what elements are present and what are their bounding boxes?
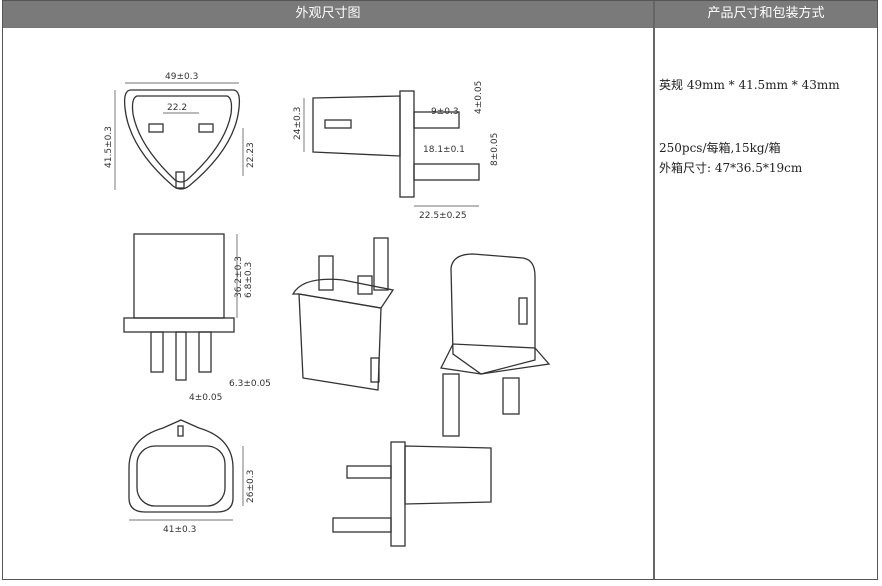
carton-size: 外箱尺寸: 47*36.5*19cm	[659, 161, 803, 175]
dimension-label: 41±0.3	[163, 525, 196, 535]
dimension-label: 24±0.3	[293, 107, 303, 140]
divider	[653, 1, 655, 579]
divider	[3, 27, 877, 28]
dimension-label: 4±0.05	[474, 81, 484, 114]
dimension-label: 18.1±0.1	[423, 145, 465, 155]
dimension-label: 6.8±0.3	[244, 262, 254, 298]
header-size-packing: 产品尺寸和包装方式	[655, 1, 877, 27]
technical-drawings: 49±0.3 22.2 41.5±0.3 22.23 24±0.3 9±0.3 …	[104, 72, 551, 547]
dimension-label: 41.5±0.3	[104, 126, 114, 168]
dimension-label: 4±0.05	[189, 393, 222, 403]
dimension-label: 6.3±0.05	[229, 379, 271, 389]
dimension-label: 36.2±0.3	[234, 256, 244, 298]
product-size: 英规 49mm * 41.5mm * 43mm	[659, 78, 840, 92]
dimension-label: 22.2	[167, 103, 187, 113]
isometric-view-right	[440, 253, 551, 437]
side-view-drawing: 24±0.3 9±0.3 4±0.05 18.1±0.1 8±0.05 22.5…	[293, 81, 500, 221]
packing-info: 250pcs/每箱,15kg/箱	[659, 141, 781, 155]
header-appearance-dimensions: 外观尺寸图	[3, 1, 653, 27]
back-view-drawing: 41±0.3 26±0.3	[128, 419, 256, 535]
dimension-label: 26±0.3	[246, 470, 256, 503]
body-side-drawing: 36.2±0.3 6.8±0.3 6.3±0.05 4±0.05	[123, 233, 271, 403]
bottom-side-drawing	[332, 441, 492, 547]
isometric-view-left	[291, 237, 395, 391]
dimension-label: 8±0.05	[490, 133, 500, 166]
dimension-label: 9±0.3	[431, 107, 459, 117]
dimension-label: 49±0.3	[165, 72, 198, 82]
front-view-drawing: 49±0.3 22.2 41.5±0.3 22.23	[104, 72, 256, 190]
dimension-label: 22.23	[246, 142, 256, 168]
dimension-label: 22.5±0.25	[419, 211, 467, 221]
